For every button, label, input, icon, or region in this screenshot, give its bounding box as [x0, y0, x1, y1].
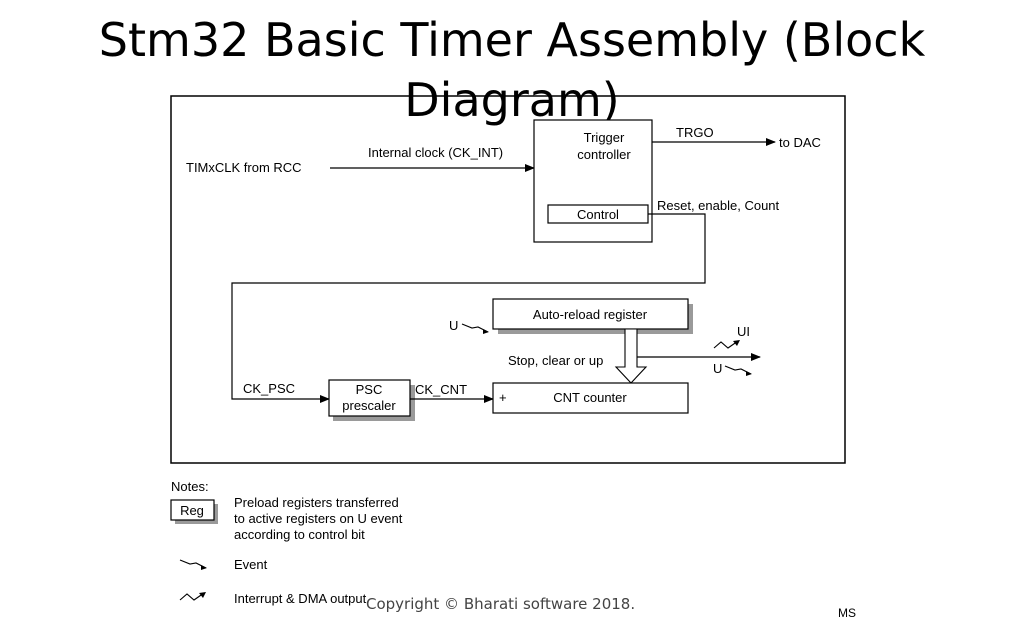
trgo-label: TRGO	[676, 125, 714, 140]
ui-label: UI	[737, 324, 750, 339]
trigger-controller-label-2: controller	[577, 147, 631, 162]
ck-psc-label: CK_PSC	[243, 381, 295, 396]
event-legend-label: Event	[234, 557, 268, 572]
u-event-right-label: U	[713, 361, 722, 376]
cnt-plus-label: +	[499, 390, 507, 405]
ms-tag: MS	[838, 606, 856, 620]
event-icon	[724, 365, 752, 376]
reg-note-label: Reg	[180, 503, 204, 518]
control-feedback-line	[231, 213, 706, 403]
reg-note-text-2: to active registers on U event	[234, 511, 403, 526]
cnt-counter-label: CNT counter	[553, 390, 627, 405]
psc-prescaler-block	[328, 379, 411, 417]
timxclk-label: TIMxCLK from RCC	[186, 160, 302, 175]
psc-label-2: prescaler	[342, 398, 396, 413]
cnt-counter-block	[492, 382, 689, 414]
trigger-controller-label-1: Trigger	[584, 130, 625, 145]
stop-clear-label: Stop, clear or up	[508, 353, 603, 368]
interrupt-legend-label: Interrupt & DMA output	[234, 591, 367, 606]
reg-note-box	[170, 499, 215, 521]
psc-label-1: PSC	[356, 382, 383, 397]
to-dac-label: to DAC	[779, 135, 821, 150]
reg-note-text-3: according to control bit	[234, 527, 365, 542]
ck-cnt-label: CK_CNT	[415, 382, 467, 397]
notes-heading: Notes:	[171, 479, 209, 494]
auto-reload-register-block	[492, 298, 689, 330]
diagram-frame	[170, 95, 846, 464]
copyright-footer: Copyright © Bharati software 2018.	[366, 595, 636, 613]
slide-title: Stm32 Basic Timer Assembly (Block Diagra…	[98, 13, 926, 127]
interrupt-legend-icon	[179, 592, 206, 601]
interrupt-icon	[713, 340, 740, 349]
reset-enable-count-label: Reset, enable, Count	[657, 198, 780, 213]
preload-transfer-arrow	[614, 328, 648, 384]
internal-clock-label: Internal clock (CK_INT)	[368, 145, 503, 160]
u-event-left-label: U	[449, 318, 458, 333]
event-legend-icon	[179, 559, 207, 570]
control-label: Control	[577, 207, 619, 222]
reg-note-text-1: Preload registers transferred	[234, 495, 399, 510]
event-icon	[461, 323, 489, 334]
auto-reload-register-label: Auto-reload register	[533, 307, 648, 322]
